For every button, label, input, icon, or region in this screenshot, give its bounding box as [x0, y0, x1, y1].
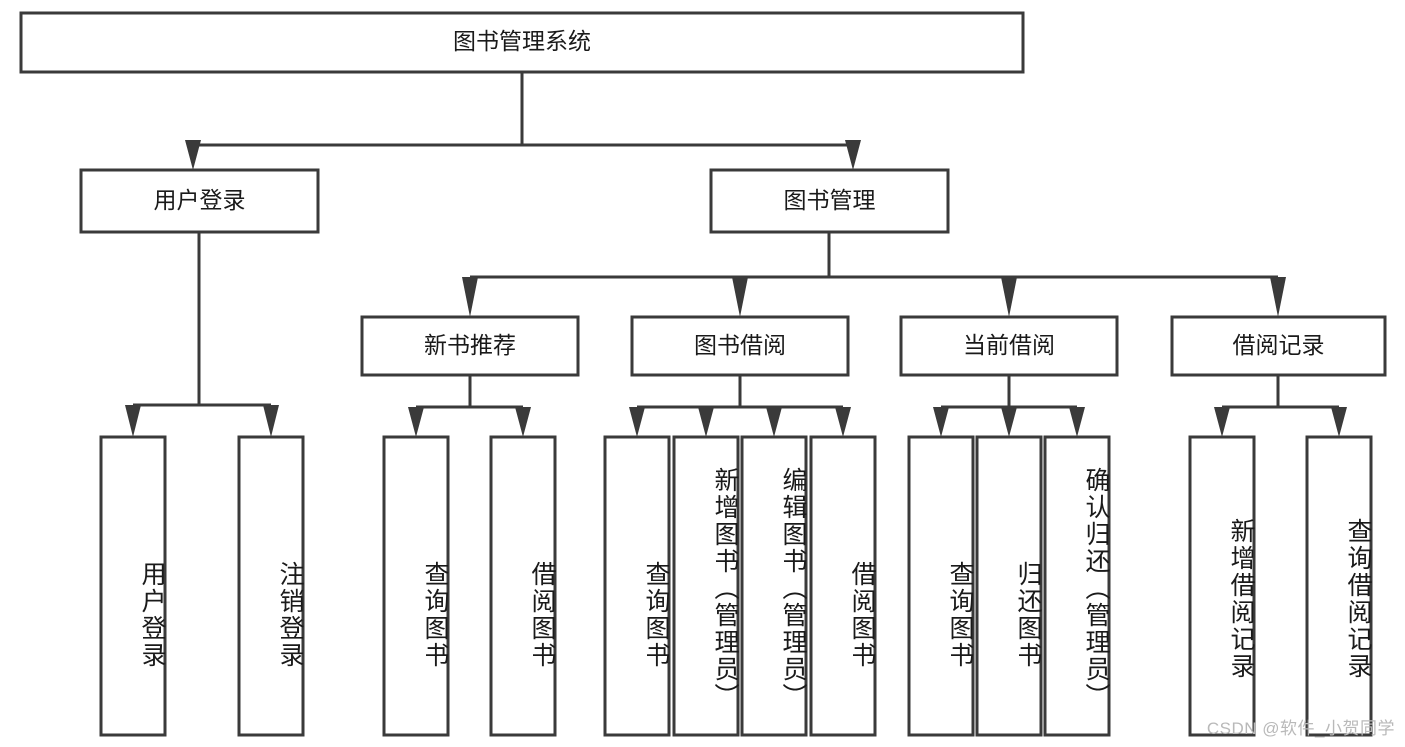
node-book-borrow[interactable]: 图书借阅 [630, 315, 850, 377]
arrow-head-icon [732, 277, 748, 317]
node-label: 当前借阅 [963, 332, 1055, 358]
connector-borrow-record-to-leaves [1214, 375, 1347, 437]
arrow-head-icon [629, 407, 645, 437]
node-label: 新书推荐 [424, 332, 516, 358]
leaf-box-query-record[interactable] [1305, 435, 1373, 737]
arrow-head-icon [462, 277, 478, 317]
connector-book-management-to-level3 [462, 232, 1286, 317]
leaf-box-query-book-2[interactable] [603, 435, 671, 737]
node-label: 图书管理 [784, 187, 876, 213]
connector-new-book-recommend-to-leaves [408, 375, 531, 437]
arrow-head-icon [698, 407, 714, 437]
arrow-head-icon [835, 407, 851, 437]
leaf-box-borrow-book-2[interactable] [809, 435, 877, 737]
leaf-box-add-book[interactable] [672, 435, 740, 737]
connector-current-borrow-to-leaves [933, 375, 1085, 437]
node-label: 借阅记录 [1233, 332, 1325, 358]
node-root-system[interactable]: 图书管理系统 [19, 11, 1025, 74]
arrow-head-icon [766, 407, 782, 437]
leaf-boxes [99, 435, 1373, 737]
arrow-head-icon [515, 407, 531, 437]
leaf-box-logout[interactable] [237, 435, 305, 737]
node-label: 图书管理系统 [453, 28, 591, 54]
csdn-watermark: CSDN @软件_小贺同学 [1206, 719, 1395, 738]
arrow-head-icon [408, 407, 424, 437]
node-borrow-record[interactable]: 借阅记录 [1170, 315, 1387, 377]
leaf-box-add-record[interactable] [1188, 435, 1256, 737]
leaf-box-borrow-book-1[interactable] [489, 435, 557, 737]
node-current-borrow[interactable]: 当前借阅 [899, 315, 1119, 377]
arrow-head-icon [1214, 407, 1230, 437]
connector-user-login-to-leaves [125, 232, 279, 437]
arrow-head-icon [125, 405, 141, 437]
arrow-head-icon [1001, 277, 1017, 317]
arrow-head-icon [185, 140, 201, 170]
arrow-head-icon [933, 407, 949, 437]
leaf-box-query-book-1[interactable] [382, 435, 450, 737]
arrow-head-icon [1069, 407, 1085, 437]
leaf-box-query-book-3[interactable] [907, 435, 975, 737]
arrow-head-icon [1270, 277, 1286, 317]
node-new-book-recommend[interactable]: 新书推荐 [360, 315, 580, 377]
node-book-management[interactable]: 图书管理 [709, 168, 950, 234]
leaf-box-confirm-return[interactable] [1043, 435, 1111, 737]
arrow-head-icon [845, 140, 861, 170]
arrow-head-icon [1001, 407, 1017, 437]
leaf-box-edit-book[interactable] [740, 435, 808, 737]
connector-book-borrow-to-leaves [629, 375, 851, 437]
connector-root-to-level2 [185, 72, 861, 170]
arrow-head-icon [1331, 407, 1347, 437]
leaf-box-user-login[interactable] [99, 435, 167, 737]
node-label: 图书借阅 [694, 332, 786, 358]
arrow-head-icon [263, 405, 279, 437]
node-label: 用户登录 [154, 187, 246, 213]
node-user-login[interactable]: 用户登录 [79, 168, 320, 234]
leaf-box-return-book[interactable] [975, 435, 1043, 737]
